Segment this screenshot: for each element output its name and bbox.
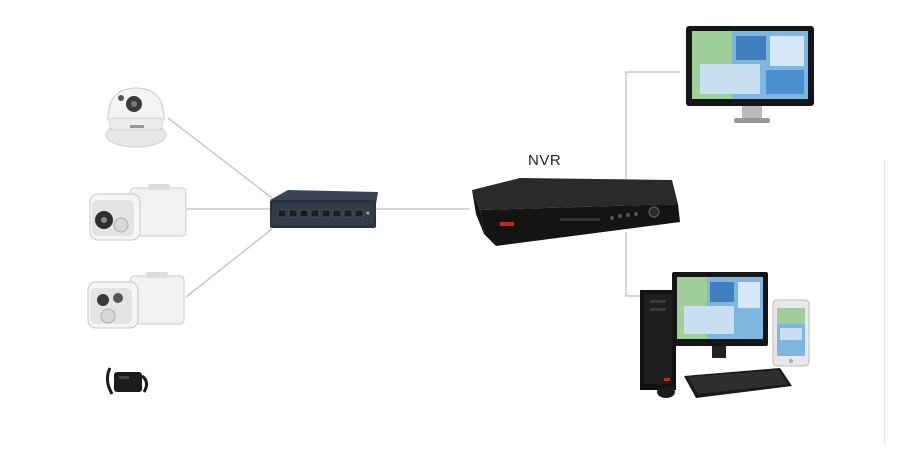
bullet-camera-icon: [89, 184, 187, 241]
divider-line: [884, 160, 885, 445]
link-bullet2-to-switch: [185, 228, 273, 298]
link-nvr-to-computer: [625, 232, 640, 297]
power-adapter-icon: [105, 367, 149, 395]
monitor-icon: [686, 26, 814, 123]
smartphone-icon: [772, 299, 810, 367]
nvr-label: NVR: [528, 152, 562, 169]
bullet-camera-icon: [87, 272, 185, 329]
nvr-recorder-icon: [472, 178, 680, 246]
link-dome-to-switch: [167, 117, 273, 199]
network-switch-icon: [270, 190, 378, 228]
dome-camera-icon: [105, 87, 167, 148]
link-nvr-to-monitor: [625, 71, 680, 180]
desktop-computer-icon: [640, 272, 792, 398]
connection-lines: [167, 71, 680, 298]
